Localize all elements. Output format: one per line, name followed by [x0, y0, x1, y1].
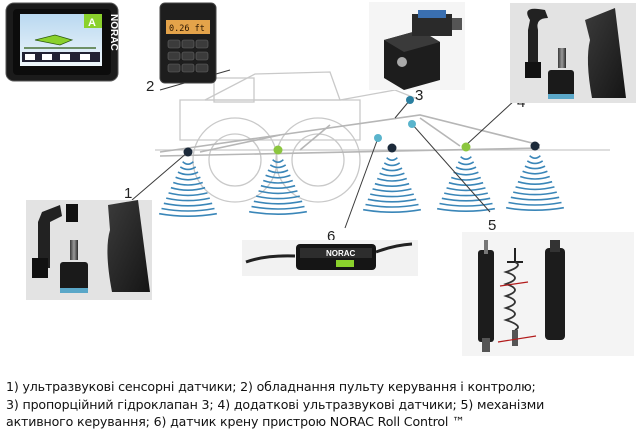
wave-arc: [524, 165, 546, 170]
display-corner-letter: A: [88, 17, 96, 29]
wave-arc: [515, 186, 555, 191]
wave-arc: [177, 171, 199, 176]
wave-arc: [367, 198, 417, 203]
wave-arc: [372, 188, 412, 193]
wave-arc: [439, 202, 493, 207]
wave-arc: [253, 200, 303, 205]
keypad-controller: 0.26 ft: [159, 2, 217, 84]
norac-system-diagram: 1 2 3 4 5 6 A NORAC 0.26 ft: [5, 2, 636, 356]
caption-line-2: 3) пропорційний гідроклапан 3; 4) додатк…: [6, 396, 545, 412]
wave-arc: [457, 161, 475, 166]
wave-arc: [172, 181, 204, 186]
wave-arc: [444, 192, 488, 197]
wave-arc: [508, 201, 562, 206]
wave-arc: [513, 191, 557, 196]
wave-arc: [519, 175, 551, 180]
hydraulic-valve: [369, 2, 465, 90]
wave-arc: [455, 166, 477, 171]
wave-cone-4: [437, 156, 495, 212]
wave-arc: [510, 196, 560, 201]
wave-arc: [441, 197, 491, 202]
wave-arc: [376, 177, 408, 182]
extra-sensor-photo: [510, 3, 636, 103]
sensor-4: [461, 142, 471, 152]
wave-arc: [379, 172, 405, 177]
wave-arc: [450, 176, 482, 181]
wave-cone-1: [159, 161, 217, 217]
wave-arc: [374, 182, 410, 187]
wave-arc: [370, 193, 414, 198]
roll-sensor-dot: [408, 120, 416, 128]
caption-line-3: активного керування; 6) датчик крену при…: [6, 414, 465, 429]
sensor-3: [387, 143, 397, 153]
callout-3: 3: [415, 87, 423, 104]
wave-arc: [161, 207, 215, 212]
callout-5: 5: [488, 217, 496, 234]
wave-arc: [175, 176, 201, 181]
wave-arc: [526, 160, 544, 165]
figure-caption: 1) ультразвукові сенсорні датчики; 2) об…: [6, 378, 634, 431]
wave-arc: [262, 179, 294, 184]
wave-arc: [437, 207, 495, 212]
sensor-1: [183, 147, 193, 157]
boom-beam: [159, 114, 541, 157]
wave-arc: [260, 184, 296, 189]
wave-arc: [522, 170, 548, 175]
sensor-5: [530, 141, 540, 151]
callout-6: 6: [327, 228, 335, 245]
boom-sensors: [183, 96, 540, 157]
ultrasonic-sensor-photo: [26, 200, 152, 300]
wave-cone-2: [249, 159, 307, 215]
wave-arc: [386, 157, 398, 161]
wave-arc: [269, 164, 287, 169]
wave-arc: [446, 187, 486, 192]
display-brand-vertical: NORAC: [108, 14, 119, 51]
wave-arc: [272, 159, 284, 163]
sensor-2: [273, 145, 283, 155]
wave-arc: [383, 162, 401, 167]
active-control-mechanisms: [462, 232, 634, 356]
leader-lines: [131, 69, 516, 229]
wave-arc: [256, 195, 300, 200]
wave-arc: [249, 210, 307, 215]
in-cab-display: A NORAC: [5, 2, 119, 82]
wave-cone-3: [363, 157, 421, 213]
wave-arc: [365, 203, 419, 208]
keypad-readout: 0.26 ft: [169, 24, 205, 34]
wave-arc: [517, 180, 553, 185]
callout-1: 1: [124, 185, 132, 202]
wave-arc: [381, 167, 403, 172]
callout-2: 2: [146, 78, 154, 95]
wave-arc: [182, 161, 194, 165]
caption-line-1: 1) ультразвукові сенсорні датчики; 2) об…: [6, 379, 536, 394]
wave-arc: [251, 205, 305, 210]
wave-arc: [363, 208, 421, 213]
wave-arc: [163, 202, 213, 207]
aux-sensor-dot: [374, 134, 382, 142]
ultrasonic-waves: [159, 155, 564, 217]
wave-arc: [166, 197, 210, 202]
wave-cone-5: [506, 155, 564, 211]
wave-arc: [159, 212, 217, 217]
wave-arc: [179, 166, 197, 171]
roll-sensor-brand: NORAC: [326, 249, 356, 258]
roll-sensor-module: NORAC: [242, 240, 418, 276]
wave-arc: [529, 155, 541, 159]
wave-arc: [168, 192, 208, 197]
wave-arc: [258, 190, 298, 195]
valve-dot: [406, 96, 414, 104]
wave-arc: [267, 169, 289, 174]
wave-arc: [460, 156, 472, 160]
wave-arc: [506, 206, 564, 211]
wave-arc: [170, 186, 206, 191]
wave-arc: [265, 174, 291, 179]
